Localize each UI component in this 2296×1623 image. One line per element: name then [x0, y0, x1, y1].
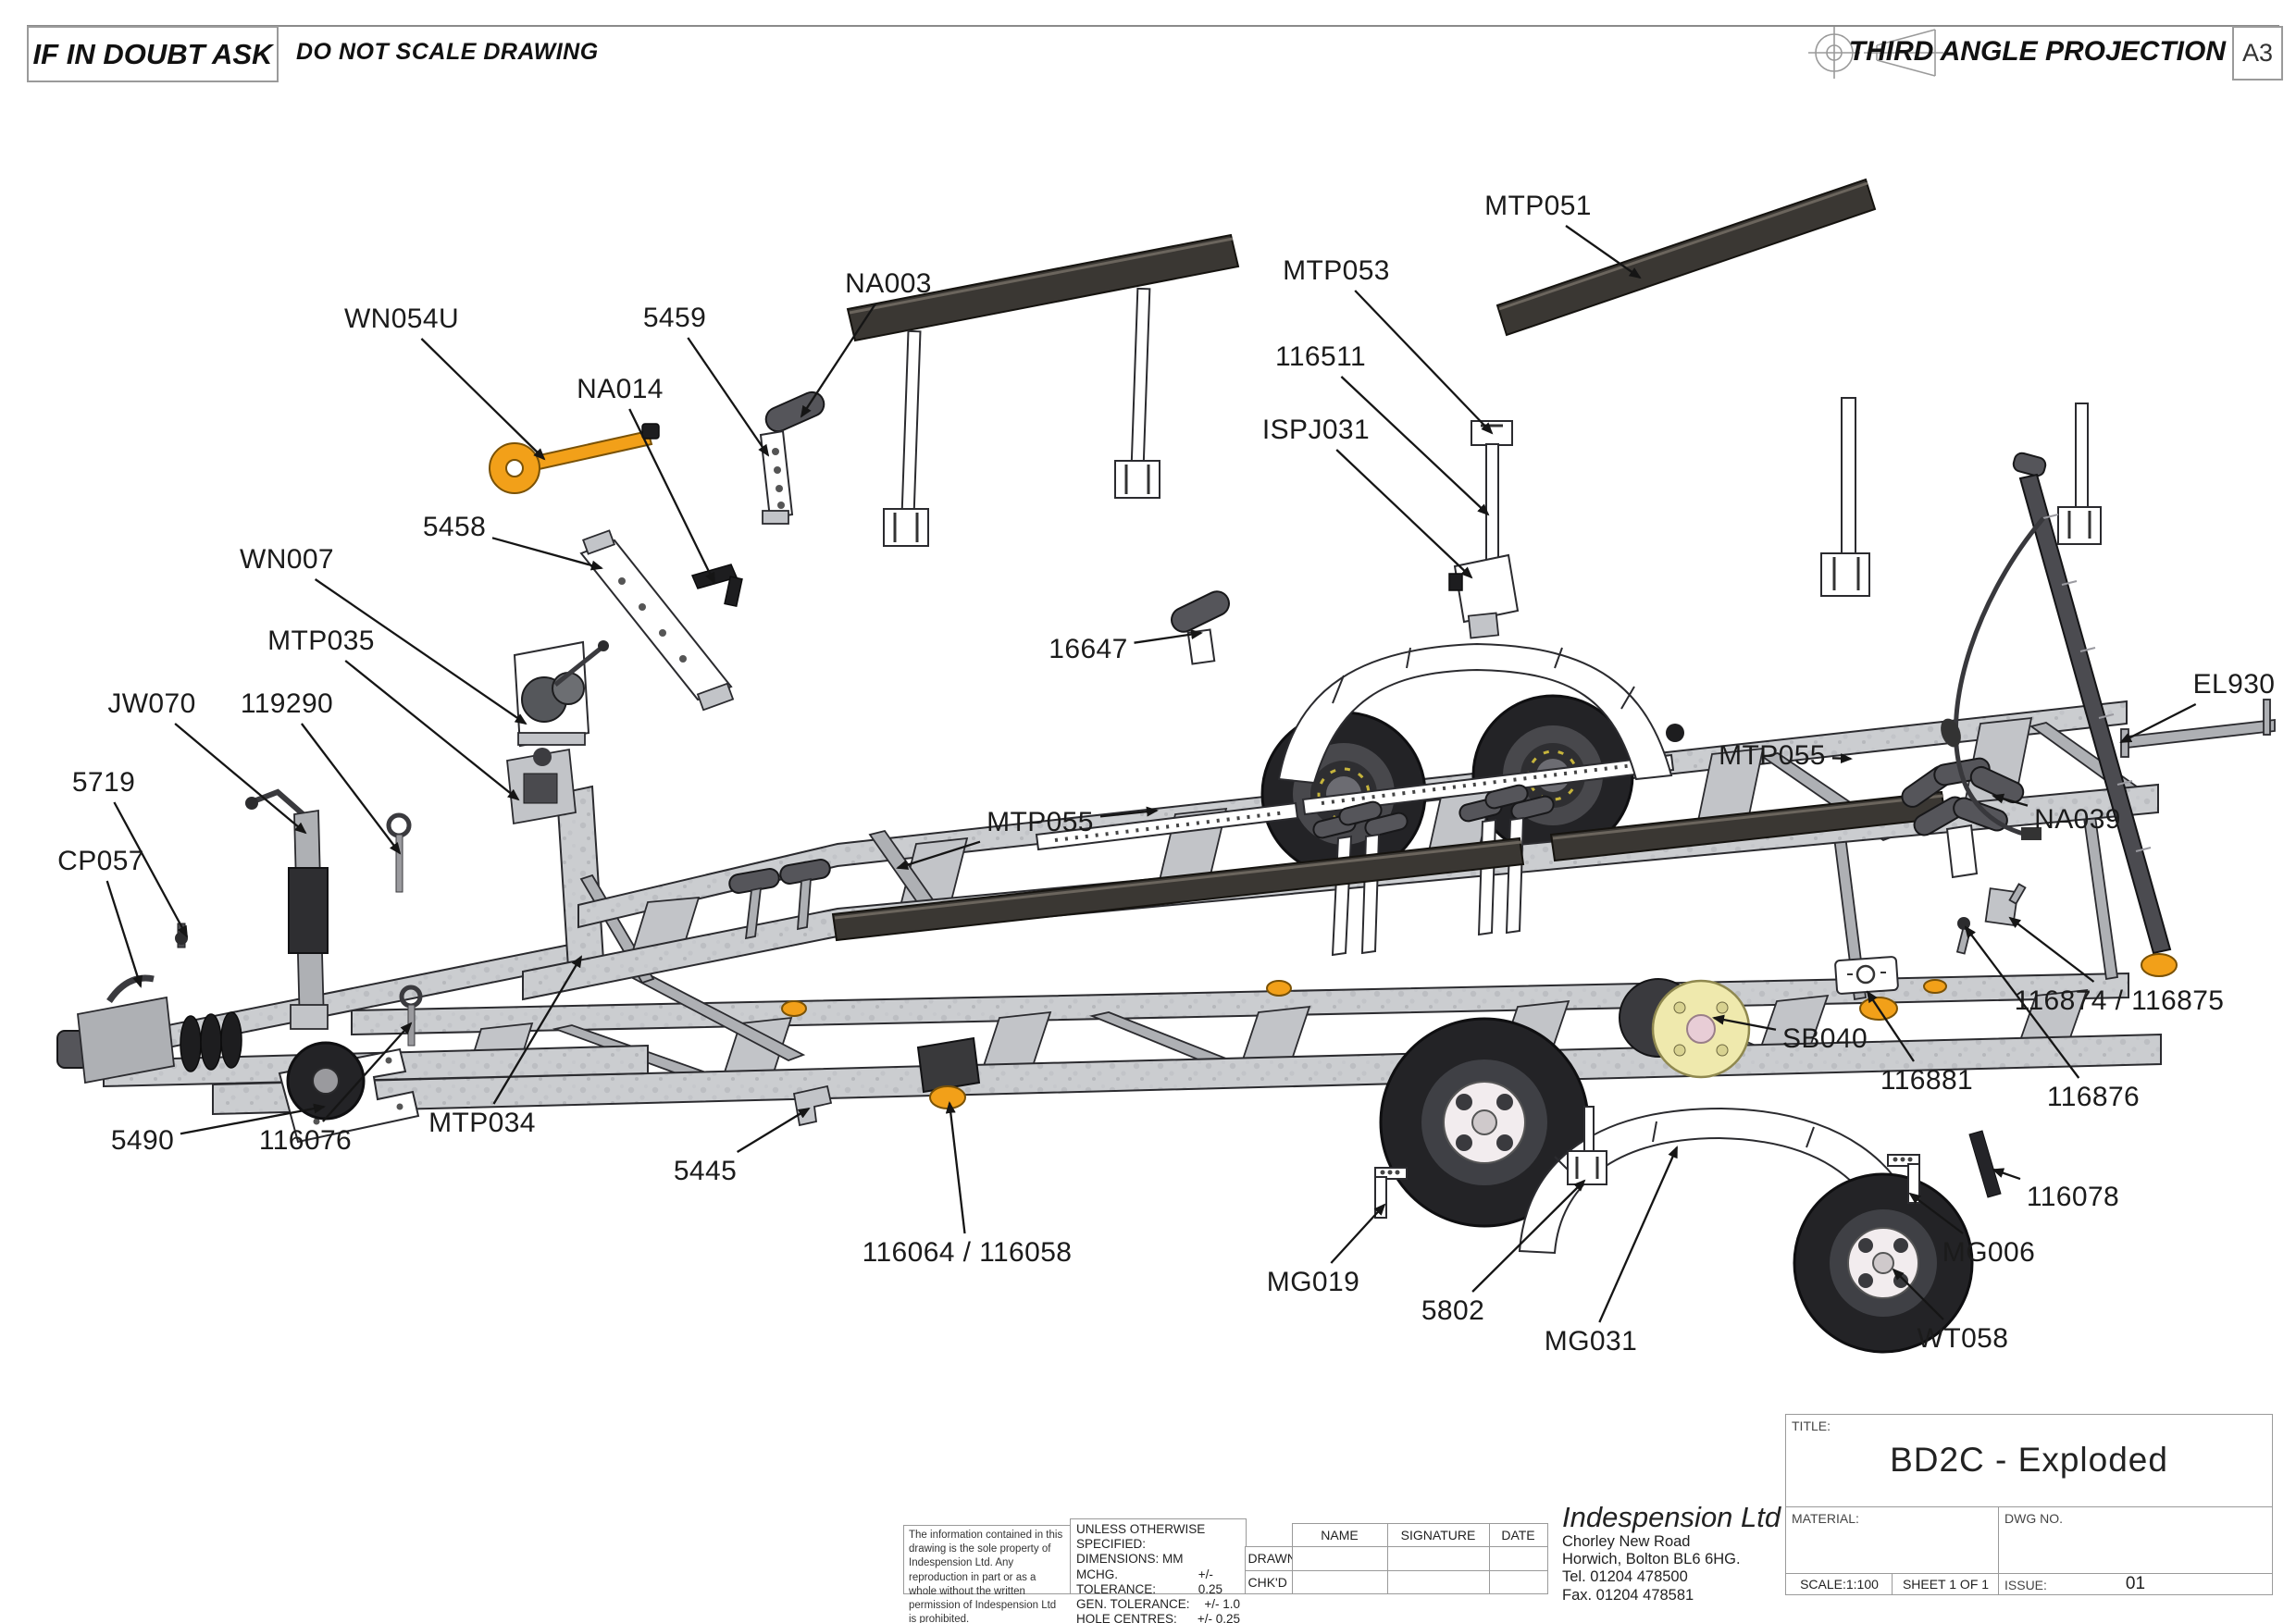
company-name: Indespension Ltd — [1562, 1501, 1781, 1533]
side-marker-amber — [1923, 979, 1947, 994]
company-block: Indespension Ltd Chorley New Road Horwic… — [1562, 1501, 1782, 1604]
side-marker-amber — [1266, 980, 1292, 997]
road-wheel — [1379, 1017, 1590, 1228]
dwg-no-tag: DWG NO. — [2004, 1511, 2063, 1526]
material-tag: MATERIAL: — [1792, 1511, 1859, 1526]
header-rule — [27, 25, 2279, 27]
sheet-size-badge: A3 — [2232, 26, 2283, 81]
slide-bracket-5458 — [579, 529, 735, 712]
if-in-doubt-label: IF IN DOUBT ASK — [32, 37, 273, 70]
roller-16647 — [1171, 590, 1230, 665]
lamp-116881 — [1834, 956, 1899, 1021]
title-tag: TITLE: — [1792, 1419, 1831, 1433]
company-fax: Fax. 01204 478581 — [1562, 1586, 1694, 1604]
rear-bracket-116874 — [1984, 883, 2027, 926]
winch — [513, 640, 609, 748]
disclaimer-box: The information contained in this drawin… — [903, 1525, 1072, 1623]
corner-bracket-na014 — [690, 564, 743, 608]
tolerance-row: MCHG. TOLERANCE: +/- 0.25 — [1076, 1567, 1223, 1596]
bunk-left — [831, 836, 1525, 942]
if-in-doubt-box: IF IN DOUBT ASK — [27, 26, 279, 82]
company-address-2: Horwich, Bolton BL6 6HG. — [1562, 1551, 1741, 1568]
hitch-coupling — [56, 923, 242, 1084]
tolerance-box: UNLESS OTHERWISE SPECIFIED: DIMENSIONS: … — [1070, 1518, 1247, 1623]
sign-row-drawn: DRAWN — [1244, 1546, 1297, 1571]
post-assembly-mtp053 — [1448, 420, 1520, 639]
bunk-mount-rails — [1035, 753, 1675, 851]
bracket-5445 — [792, 1084, 833, 1127]
tandem-mudguard — [1277, 642, 1673, 785]
signature-table: NAME SIGNATURE DATE DRAWN CHK'D — [1244, 1522, 1548, 1595]
tolerance-row: GEN. TOLERANCE: +/- 1.0 — [1076, 1596, 1240, 1611]
lighting-board-el930 — [1941, 452, 2178, 977]
dwg-no-box: DWG NO. — [1998, 1506, 2273, 1575]
title-box: TITLE: BD2C - Exploded — [1785, 1414, 2273, 1508]
lamp-116064 — [916, 1036, 981, 1109]
bunk-standalone — [846, 233, 1240, 547]
stay-116078 — [1968, 1130, 2002, 1198]
sign-cell-blank — [1245, 1523, 1293, 1548]
swivel-bracket-mtp035 — [506, 748, 577, 825]
brake-drum-sb040 — [1619, 978, 1751, 1079]
third-angle-projection-icon — [1808, 27, 1943, 79]
sign-cell-empty — [1488, 1569, 1548, 1595]
bracket-mg019 — [1374, 1167, 1408, 1219]
sheet-box: SHEET 1 OF 1 — [1892, 1573, 2000, 1595]
winch-handle-wn054u — [489, 423, 660, 494]
sign-header-date: DATE — [1488, 1522, 1548, 1548]
spare-wheel — [1793, 1172, 1974, 1354]
issue-tag: ISSUE: — [2004, 1578, 2047, 1592]
company-tel: Tel. 01204 478500 — [1562, 1568, 1688, 1586]
rear-crossbar — [2120, 699, 2276, 758]
drawing-title: BD2C - Exploded — [1890, 1441, 2168, 1479]
sign-row-chkd: CHK'D — [1244, 1569, 1293, 1595]
eyebolt-119290 — [386, 812, 412, 893]
rear-bolt-116876 — [1955, 917, 1972, 955]
lower-frame — [212, 972, 2162, 1116]
sign-cell-empty — [1386, 1546, 1490, 1571]
bunk-mtp051 — [1496, 178, 1877, 337]
sign-cell-empty — [1291, 1546, 1388, 1571]
material-box: MATERIAL: — [1785, 1506, 2000, 1575]
issue-value: 01 — [2125, 1574, 2146, 1593]
bunk-post-right — [1820, 397, 2102, 597]
side-marker-amber — [781, 1000, 807, 1017]
sign-cell-empty — [1488, 1546, 1548, 1571]
tolerance-line-1: UNLESS OTHERWISE SPECIFIED: — [1076, 1522, 1206, 1552]
tolerance-line-2: DIMENSIONS: MM — [1076, 1552, 1184, 1567]
sign-cell-empty — [1291, 1569, 1388, 1595]
roller-assembly-na003-5459 — [759, 390, 825, 525]
scale-box: SCALE:1:100 — [1785, 1573, 1893, 1595]
keel-roller-pair — [728, 859, 831, 940]
issue-box: ISSUE: 01 — [1998, 1573, 2273, 1595]
sign-header-name: NAME — [1291, 1522, 1388, 1548]
sign-header-signature: SIGNATURE — [1386, 1522, 1490, 1548]
tolerance-row: HOLE CENTRES: +/- 0.25 — [1076, 1612, 1240, 1623]
company-address-1: Chorley New Road — [1562, 1532, 1691, 1550]
sign-cell-empty — [1386, 1569, 1490, 1595]
do-not-scale-label: DO NOT SCALE DRAWING — [296, 39, 599, 65]
